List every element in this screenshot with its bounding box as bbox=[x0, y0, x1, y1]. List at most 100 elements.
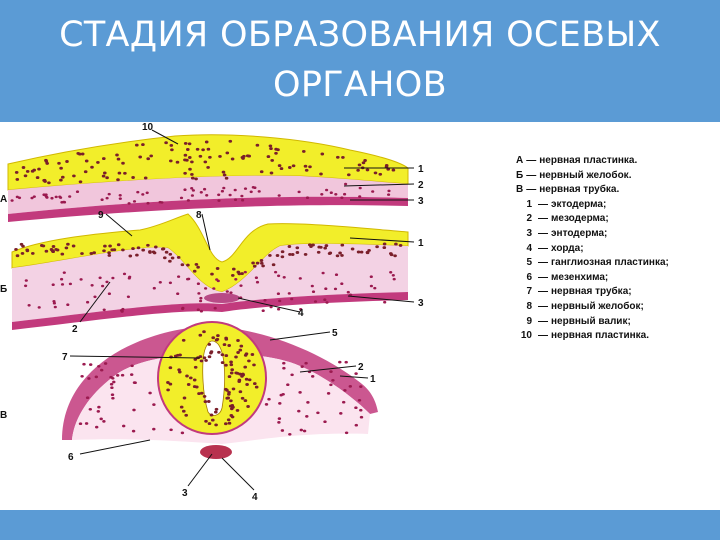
cell-nucleus bbox=[212, 287, 216, 290]
cell-nucleus bbox=[276, 292, 280, 295]
cell-nucleus bbox=[369, 275, 373, 278]
cell-nucleus bbox=[247, 378, 252, 382]
cell-nucleus bbox=[177, 275, 181, 278]
fig-label-9: 9 bbox=[98, 210, 104, 221]
cell-nucleus bbox=[164, 141, 168, 145]
cell-nucleus bbox=[277, 417, 282, 420]
cell-nucleus bbox=[349, 293, 353, 297]
cell-nucleus bbox=[54, 195, 58, 199]
cell-nucleus bbox=[249, 190, 253, 194]
cell-nucleus bbox=[103, 362, 108, 365]
cell-nucleus bbox=[343, 389, 347, 392]
cell-nucleus bbox=[168, 259, 172, 263]
cell-nucleus bbox=[80, 252, 84, 256]
cell-nucleus bbox=[118, 194, 122, 197]
cell-nucleus bbox=[176, 255, 181, 259]
cell-nucleus bbox=[65, 160, 69, 163]
cell-nucleus bbox=[244, 377, 249, 381]
legend-item-2: 2—мезодерма; bbox=[526, 213, 609, 225]
cell-nucleus bbox=[250, 353, 255, 356]
cell-nucleus bbox=[181, 307, 185, 311]
cell-nucleus bbox=[389, 271, 393, 274]
cell-nucleus bbox=[375, 245, 379, 249]
cell-nucleus bbox=[359, 408, 363, 412]
cell-nucleus bbox=[10, 199, 14, 202]
cell-nucleus bbox=[97, 405, 101, 409]
cell-nucleus bbox=[205, 194, 209, 197]
cell-nucleus bbox=[240, 396, 245, 400]
cell-nucleus bbox=[130, 373, 134, 376]
cell-nucleus bbox=[277, 194, 281, 197]
cell-nucleus bbox=[105, 280, 109, 284]
cell-nucleus bbox=[196, 265, 200, 269]
cell-nucleus bbox=[199, 309, 203, 313]
cell-nucleus bbox=[52, 301, 57, 305]
cell-nucleus bbox=[336, 155, 340, 159]
cell-nucleus bbox=[60, 252, 65, 256]
cell-nucleus bbox=[277, 164, 282, 168]
cell-nucleus bbox=[269, 171, 274, 175]
cell-nucleus bbox=[220, 189, 224, 193]
cell-nucleus bbox=[60, 277, 64, 281]
legend-item-6: 6—мезенхима; bbox=[526, 271, 609, 283]
cell-nucleus bbox=[329, 370, 333, 373]
cell-nucleus bbox=[287, 292, 291, 295]
legend-stage-v: В—нервная трубка. bbox=[516, 184, 620, 196]
cell-nucleus bbox=[186, 263, 190, 267]
cell-nucleus bbox=[224, 337, 229, 341]
cell-nucleus bbox=[240, 194, 244, 198]
stage-b-neural-groove bbox=[11, 213, 409, 330]
fig-label-2a: 2 bbox=[418, 180, 424, 191]
cell-nucleus bbox=[383, 300, 387, 304]
stage-c-neural-tube bbox=[62, 321, 378, 459]
cell-nucleus bbox=[290, 297, 294, 301]
cell-nucleus bbox=[183, 188, 187, 191]
cell-nucleus bbox=[354, 423, 358, 427]
cell-nucleus bbox=[229, 360, 233, 364]
cell-nucleus bbox=[240, 272, 244, 276]
cell-nucleus bbox=[340, 282, 344, 285]
cell-nucleus bbox=[271, 263, 276, 267]
cell-nucleus bbox=[229, 291, 233, 294]
cell-nucleus bbox=[107, 253, 112, 257]
cell-nucleus bbox=[100, 368, 104, 372]
cell-nucleus bbox=[204, 419, 208, 423]
cell-nucleus bbox=[14, 247, 18, 251]
cell-nucleus bbox=[230, 403, 235, 407]
cell-nucleus bbox=[201, 148, 205, 152]
cell-nucleus bbox=[266, 155, 271, 159]
cell-nucleus bbox=[230, 157, 235, 161]
cell-nucleus bbox=[286, 383, 290, 387]
cell-nucleus bbox=[207, 400, 211, 403]
cell-nucleus bbox=[123, 171, 127, 175]
cell-nucleus bbox=[229, 371, 234, 375]
cell-nucleus bbox=[361, 161, 366, 165]
cell-nucleus bbox=[51, 245, 56, 248]
cell-nucleus bbox=[122, 272, 127, 276]
cell-nucleus bbox=[243, 365, 247, 369]
cell-nucleus bbox=[183, 141, 188, 145]
cell-nucleus bbox=[89, 252, 94, 255]
cell-nucleus bbox=[295, 246, 300, 250]
cell-nucleus bbox=[195, 385, 199, 389]
cell-nucleus bbox=[224, 176, 229, 180]
cell-nucleus bbox=[323, 420, 327, 424]
cell-nucleus bbox=[100, 198, 104, 201]
cell-nucleus bbox=[305, 415, 309, 418]
cell-nucleus bbox=[309, 245, 313, 248]
cell-nucleus bbox=[190, 194, 194, 197]
cell-nucleus bbox=[251, 261, 255, 265]
cell-nucleus bbox=[359, 415, 364, 419]
cell-nucleus bbox=[168, 382, 173, 386]
cell-nucleus bbox=[40, 244, 44, 247]
fig-label-1a: 1 bbox=[418, 164, 424, 175]
cell-nucleus bbox=[117, 171, 122, 175]
cell-nucleus bbox=[334, 273, 339, 276]
cell-nucleus bbox=[214, 410, 218, 414]
cell-nucleus bbox=[196, 282, 200, 285]
cell-nucleus bbox=[230, 407, 234, 411]
cell-nucleus bbox=[331, 378, 335, 382]
cell-nucleus bbox=[346, 290, 350, 294]
cell-nucleus bbox=[88, 407, 93, 411]
cell-nucleus bbox=[277, 274, 281, 278]
